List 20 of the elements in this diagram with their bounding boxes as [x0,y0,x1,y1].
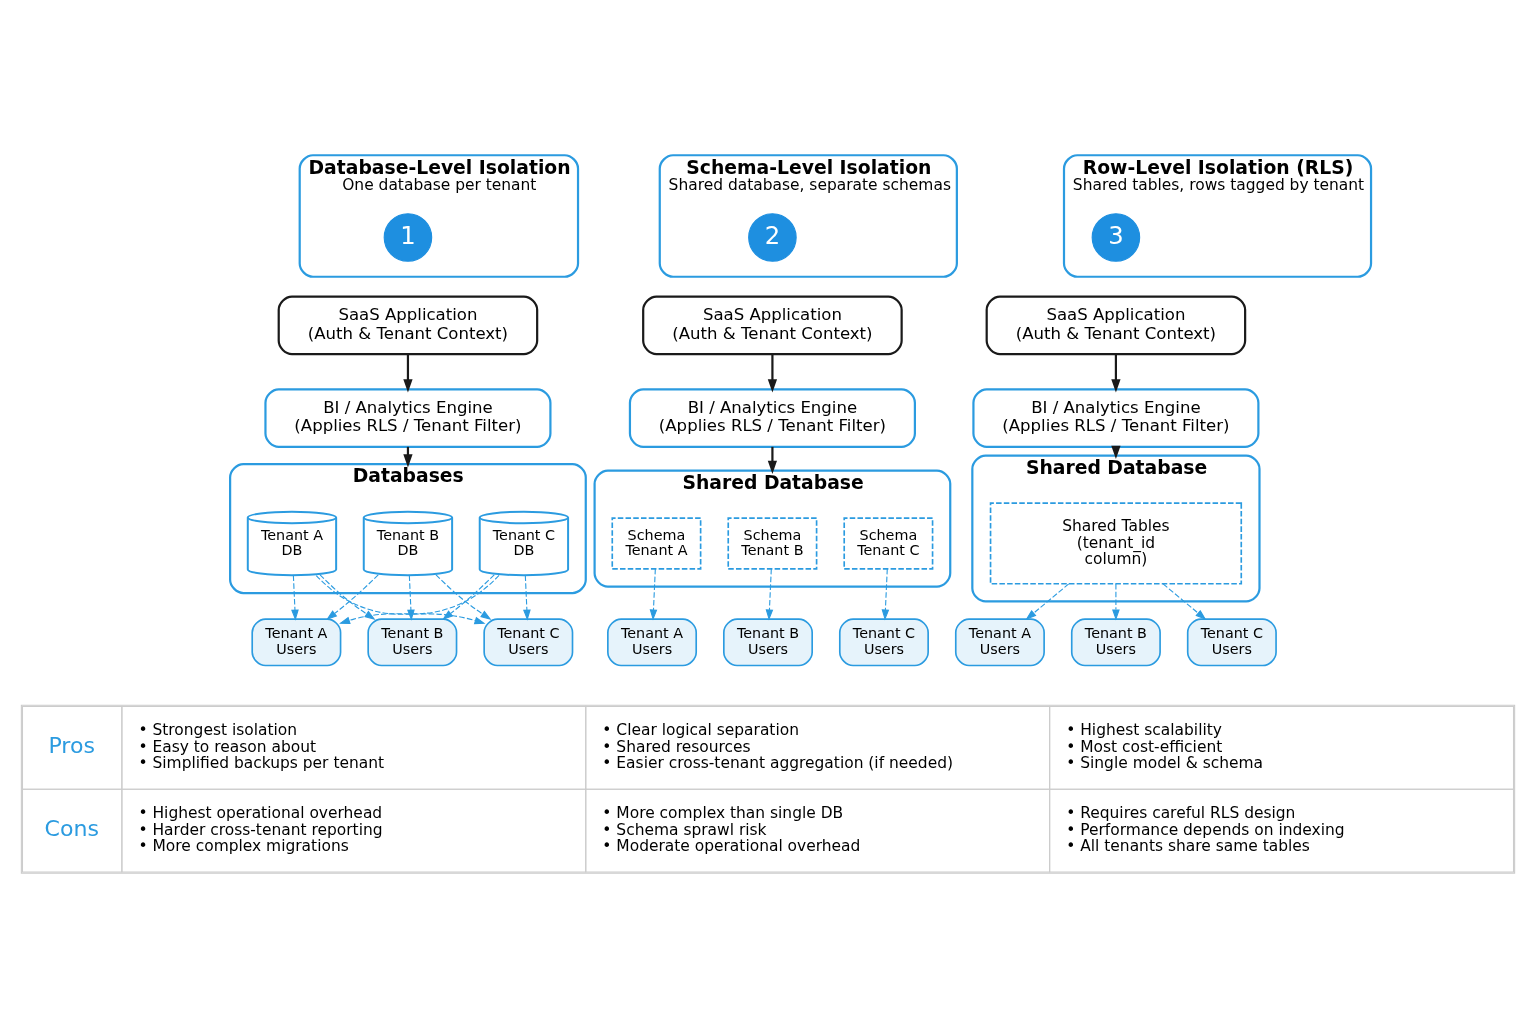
label: • Easier cross-tenant aggregation (if needed) [602,754,953,773]
label: • More complex than single DB [602,804,844,823]
label: • Clear logical separation [602,721,799,740]
label: • Requires careful RLS design [1066,804,1296,823]
label: • Performance depends on indexing [1066,820,1345,839]
label: • Single model & schema [1066,754,1264,773]
label: Cons [44,816,99,842]
label: • Shared resources [602,737,751,756]
label: • Harder cross-tenant reporting [138,820,383,839]
label: Pros [48,733,95,759]
label: • Easy to reason about [138,737,317,756]
label: • Moderate operational overhead [602,837,861,856]
label: • Highest operational overhead [138,804,383,823]
label: • Highest scalability [1066,721,1222,740]
label: • Strongest isolation [138,721,298,740]
label: • Simplified backups per tenant [138,754,385,773]
label: • Schema sprawl risk [602,820,767,839]
label: • All tenants share same tables [1066,837,1310,856]
label: • More complex migrations [138,837,349,856]
label: • Most cost-efficient [1066,737,1223,756]
